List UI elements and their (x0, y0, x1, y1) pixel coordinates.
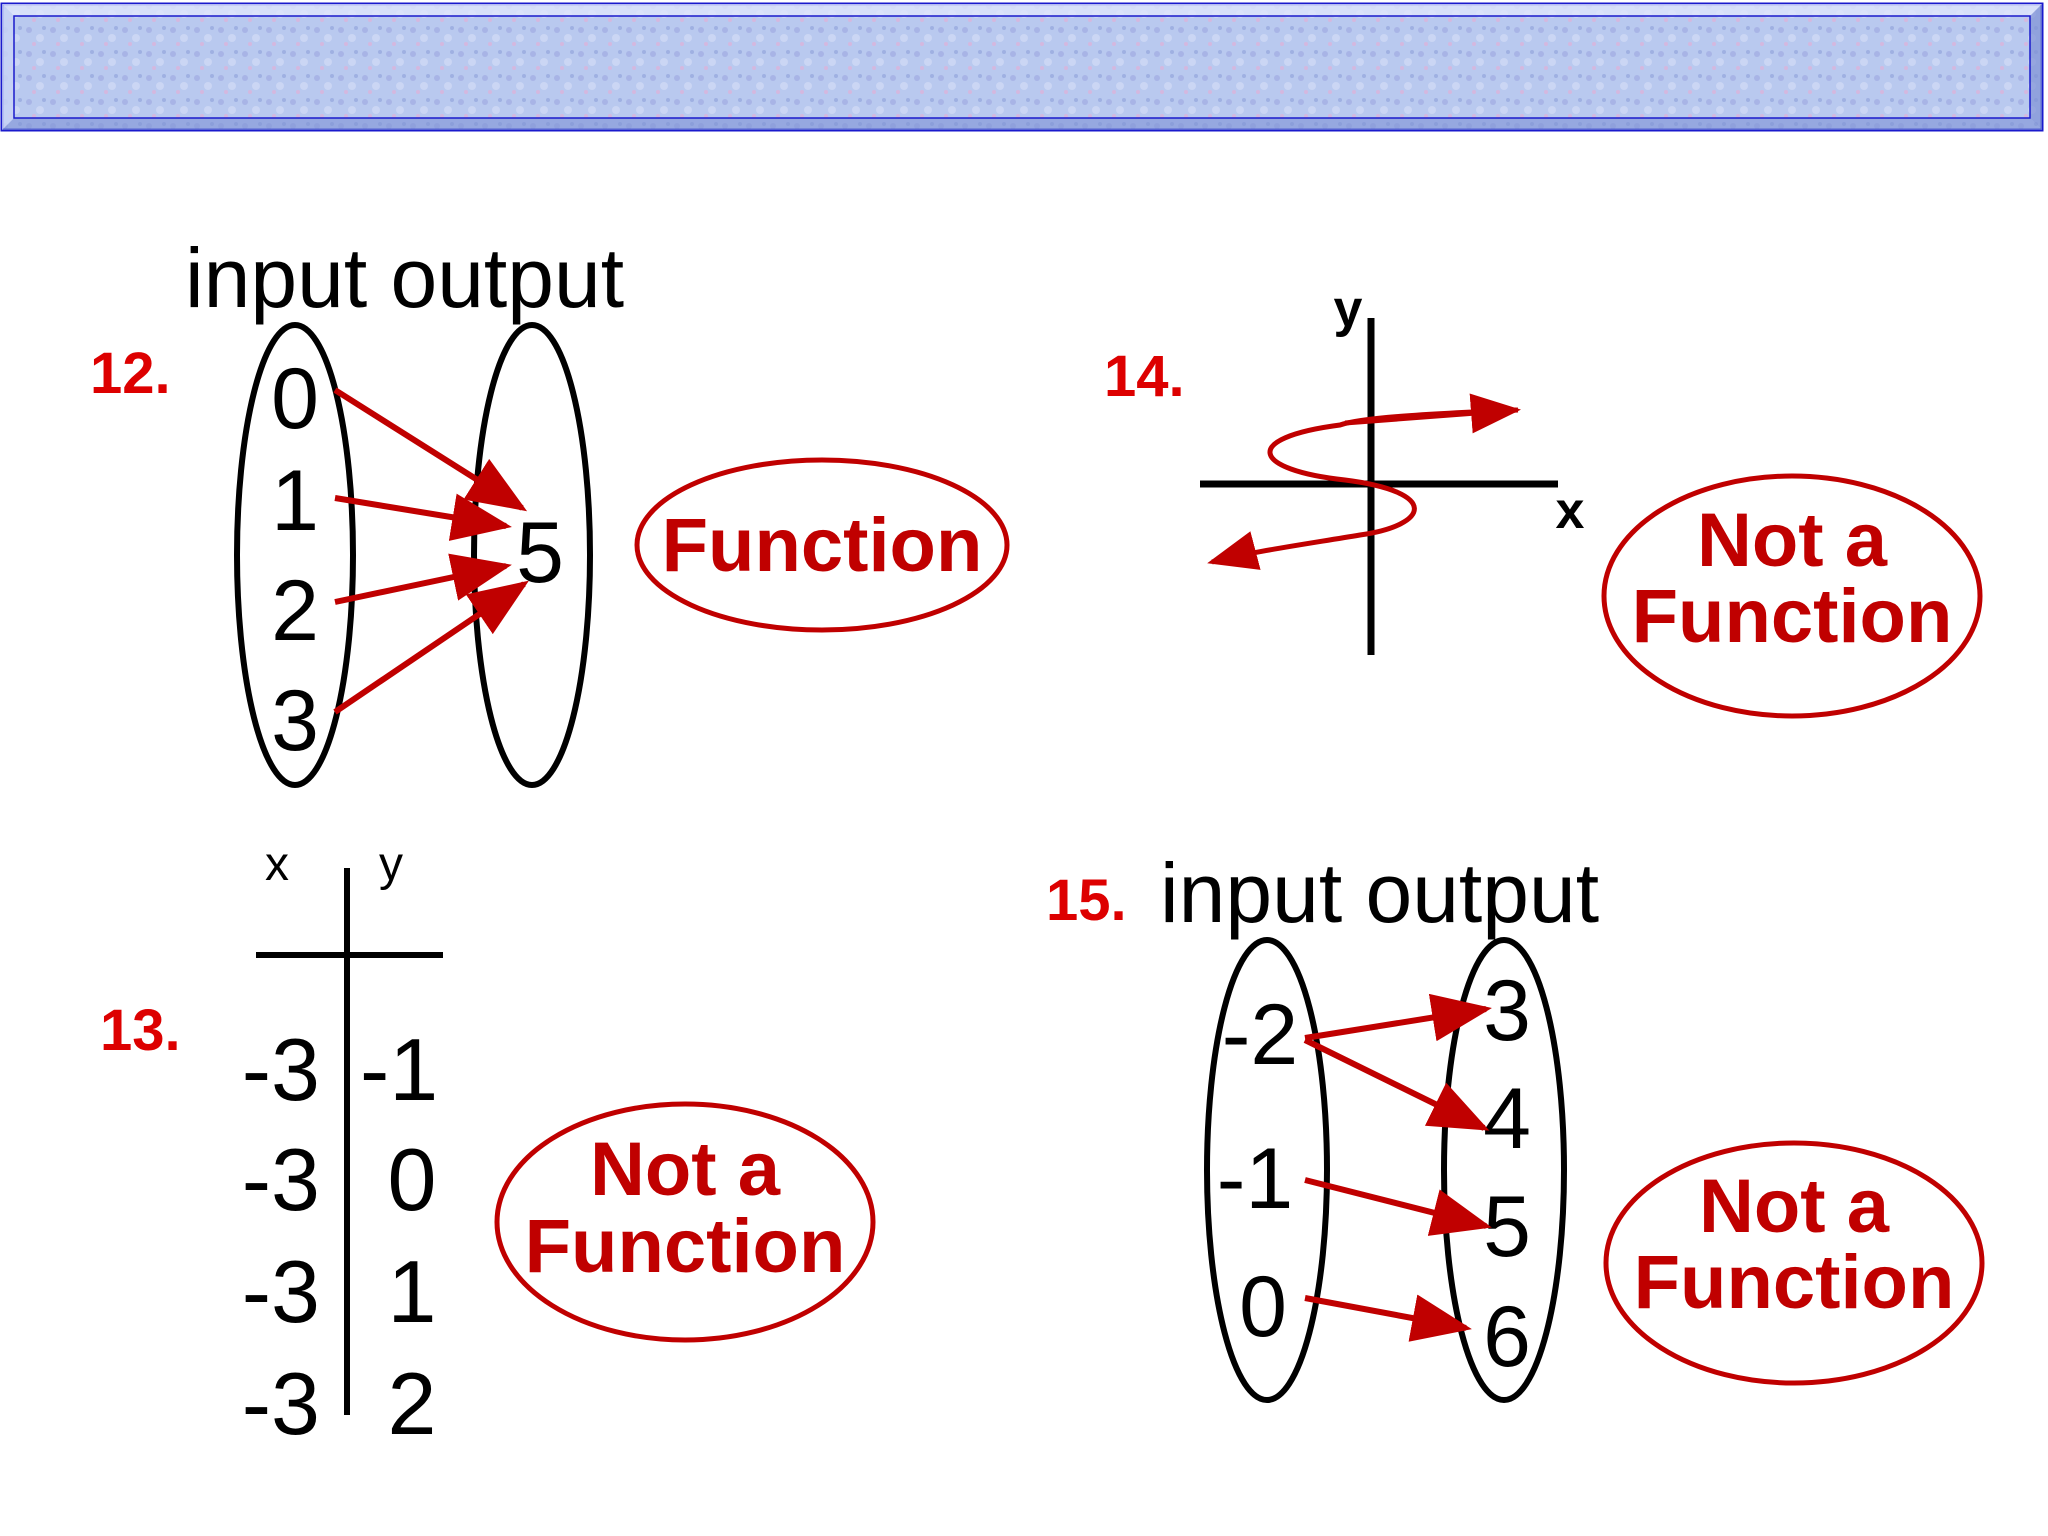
answer-14-line2: Function (1632, 574, 1953, 659)
output-value: 5 (1483, 1179, 1531, 1275)
table-cell-y: 2 (388, 1354, 437, 1453)
answer-14-line1: Not a (1697, 498, 1888, 583)
input-value: -1 (1217, 1131, 1293, 1227)
table-header-y: y (379, 838, 403, 891)
mapping-arrow (333, 387, 528, 512)
answer-oval-12 (634, 457, 1010, 633)
table-cell-x: -3 (242, 1130, 320, 1229)
table-cell-y: 0 (388, 1130, 437, 1229)
mapping-arrow (334, 553, 512, 605)
output-value: 4 (1483, 1071, 1531, 1167)
mapping-header-15: input output (1160, 846, 1599, 940)
title-banner (0, 2, 2044, 132)
mapping-header-12: input output (185, 231, 624, 325)
problem-13: 13. x y -3 -1 -3 0 -3 1 -3 2 Not a Funct… (100, 838, 876, 1453)
answer-oval-15 (1603, 1140, 1985, 1386)
problem-15: 15. input output -2 -1 0 3 4 5 6 Not a F… (1046, 846, 1985, 1403)
mapping-arrow (334, 493, 512, 541)
input-value: 2 (271, 563, 319, 659)
input-oval-12 (234, 322, 356, 788)
problem-number-13: 13. (100, 998, 181, 1063)
table-cell-x: -3 (242, 1242, 320, 1341)
table-header-x: x (265, 838, 289, 891)
answer-oval-14 (1601, 473, 1983, 719)
table-cell-y: -1 (360, 1020, 438, 1119)
table-cell-x: -3 (242, 1020, 320, 1119)
mapping-arrow (1304, 993, 1492, 1042)
input-value: 3 (271, 673, 319, 769)
answer-15-line1: Not a (1699, 1164, 1890, 1249)
problem-12: 12. input output 0 1 2 3 5 Function (90, 231, 1010, 788)
axis-label-x: x (1556, 482, 1585, 540)
answer-13-line2: Function (525, 1204, 846, 1289)
mapping-arrow (1303, 1037, 1490, 1131)
problem-number-15: 15. (1046, 868, 1127, 933)
problem-14: 14. y x Not a Function (1104, 280, 1983, 719)
input-oval-15 (1204, 937, 1330, 1403)
answer-13-line1: Not a (590, 1127, 781, 1212)
problem-number-14: 14. (1104, 344, 1185, 409)
mapping-arrow (1304, 1294, 1472, 1342)
axis-label-y: y (1334, 280, 1363, 338)
output-value: 6 (1483, 1289, 1531, 1385)
output-oval-15 (1441, 937, 1567, 1403)
curve-arrow-right (1344, 393, 1521, 434)
input-value: 0 (1239, 1259, 1287, 1355)
problem-number-12: 12. (90, 341, 171, 406)
table-cell-y: 1 (388, 1242, 437, 1341)
answer-15-line2: Function (1634, 1240, 1955, 1325)
input-value: 1 (271, 453, 319, 549)
mapping-arrow (333, 580, 529, 715)
output-value: 3 (1483, 963, 1531, 1059)
input-value: 0 (271, 351, 319, 447)
answer-oval-13 (494, 1101, 876, 1343)
answer-12: Function (662, 503, 983, 588)
mapping-arrow (1304, 1177, 1492, 1236)
input-value: -2 (1222, 987, 1298, 1083)
table-cell-x: -3 (242, 1354, 320, 1453)
